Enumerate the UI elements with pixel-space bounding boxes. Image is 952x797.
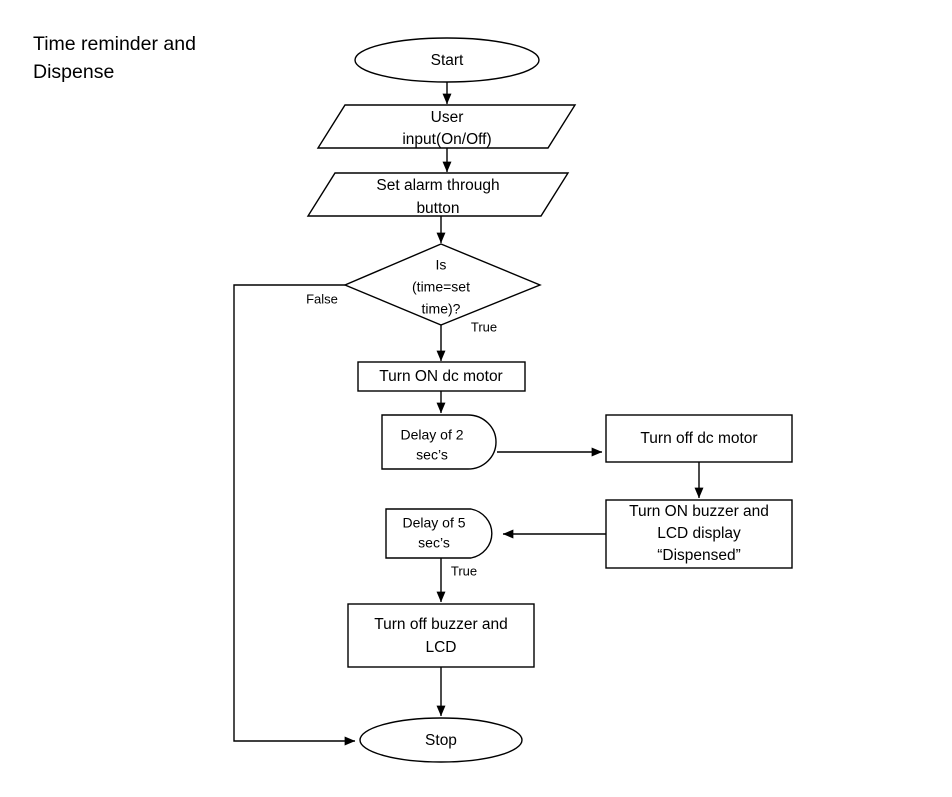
node-delay-2[interactable]: Delay of 2 sec’s <box>381 414 497 470</box>
delay5-shape <box>385 508 493 559</box>
buzzer-on-label-line2: LCD display <box>657 525 741 542</box>
user-input-parallelogram <box>316 104 577 149</box>
time-check-label-line3: time)? <box>422 301 461 317</box>
start-ellipse <box>354 37 540 83</box>
buzzer-on-label-line1: Turn ON buzzer and <box>629 503 769 520</box>
buzzer-on-label-line3: “Dispensed” <box>657 547 741 564</box>
node-motor-off[interactable]: Turn off dc motor <box>605 414 793 463</box>
start-label: Start <box>431 52 464 69</box>
set-alarm-label-line2: button <box>416 200 459 217</box>
time-check-label-line2: (time=set <box>412 279 470 295</box>
delay2-label-line2: sec’s <box>416 447 448 463</box>
user-input-label-line2: input(On/Off) <box>402 131 491 148</box>
time-check-diamond <box>343 243 542 326</box>
buzzer-on-box <box>605 499 793 569</box>
edge-label-true-delay5: True <box>451 563 477 578</box>
edge-decision-false-to-stop <box>233 284 356 746</box>
edge-label-true-decision: True <box>471 319 497 334</box>
node-buzzer-on[interactable]: Turn ON buzzer and LCD display “Dispense… <box>605 499 793 569</box>
node-time-check[interactable]: Is (time=set time)? <box>343 243 542 326</box>
node-user-input[interactable]: User input(On/Off) <box>316 104 577 149</box>
node-stop[interactable]: Stop <box>359 717 523 763</box>
motor-off-box <box>605 414 793 463</box>
node-motor-on[interactable]: Turn ON dc motor <box>357 361 526 392</box>
page-title: Time reminder and Dispense <box>33 33 196 83</box>
stop-ellipse <box>359 717 523 763</box>
delay2-shape <box>381 414 497 470</box>
edge-label-false: False <box>306 291 338 306</box>
time-check-label-line1: Is <box>436 257 447 273</box>
buzzer-off-label-line1: Turn off buzzer and <box>374 616 508 633</box>
user-input-label-line1: User <box>431 109 464 126</box>
set-alarm-label-line1: Set alarm through <box>376 177 499 194</box>
delay2-label-line1: Delay of 2 <box>400 427 463 443</box>
node-delay-5[interactable]: Delay of 5 sec’s <box>385 508 493 559</box>
motor-off-label: Turn off dc motor <box>640 430 757 447</box>
delay5-label-line2: sec’s <box>418 535 450 551</box>
motor-on-label: Turn ON dc motor <box>379 368 502 385</box>
set-alarm-parallelogram <box>306 172 570 217</box>
buzzer-off-label-line2: LCD <box>425 639 456 656</box>
node-start[interactable]: Start <box>354 37 540 83</box>
stop-label: Stop <box>425 732 457 749</box>
node-set-alarm[interactable]: Set alarm through button <box>306 172 570 217</box>
node-buzzer-off[interactable]: Turn off buzzer and LCD <box>347 603 535 668</box>
buzzer-off-box <box>347 603 535 668</box>
connector-layer <box>233 82 704 746</box>
delay5-label-line1: Delay of 5 <box>402 515 465 531</box>
motor-on-box <box>357 361 526 392</box>
